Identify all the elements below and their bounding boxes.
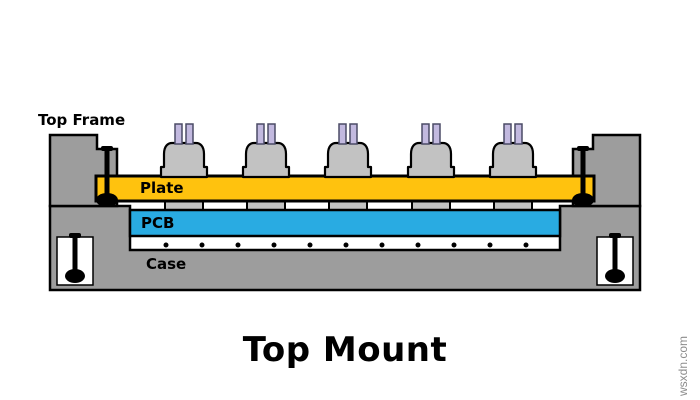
switch-body: [241, 141, 291, 179]
switch-body: [159, 141, 209, 179]
solder-dot: [415, 242, 421, 248]
switch-stem: [256, 123, 265, 145]
switch-stem: [432, 123, 441, 145]
solder-dot: [307, 242, 313, 248]
solder-dot: [163, 242, 169, 248]
solder-dot: [451, 242, 457, 248]
switch-stem: [185, 123, 194, 145]
top-frame-label: Top Frame: [38, 111, 126, 129]
bottom-screw-head-left: [65, 269, 85, 283]
solder-dot: [379, 242, 385, 248]
plate: [94, 174, 596, 203]
switch-body: [488, 141, 538, 179]
solder-dot: [271, 242, 277, 248]
solder-dot: [487, 242, 493, 248]
solder-dot: [199, 242, 205, 248]
pcb-label: PCB: [141, 214, 175, 232]
top-screw-head-right: [572, 193, 594, 207]
switch-stem: [267, 123, 276, 145]
case-label: Case: [146, 255, 187, 273]
switch-stem: [349, 123, 358, 145]
switch-stem: [421, 123, 430, 145]
solder-dots: [163, 242, 529, 248]
switch-body: [406, 141, 456, 179]
switch-body: [323, 141, 373, 179]
switch-stem: [514, 123, 523, 145]
switch-stem: [174, 123, 183, 145]
watermark: wsxdn.com: [676, 335, 690, 396]
solder-dot: [235, 242, 241, 248]
switch-stems: [174, 123, 523, 145]
top-screw-head-left: [96, 193, 118, 207]
switch-stem: [338, 123, 347, 145]
solder-dot: [523, 242, 529, 248]
solder-dot: [343, 242, 349, 248]
switch-bodies: [159, 141, 538, 179]
diagram-title: Top Mount: [242, 330, 448, 370]
bottom-screw-head-right: [605, 269, 625, 283]
switch-stem: [503, 123, 512, 145]
pcb: [128, 208, 562, 238]
plate-label: Plate: [140, 179, 184, 197]
